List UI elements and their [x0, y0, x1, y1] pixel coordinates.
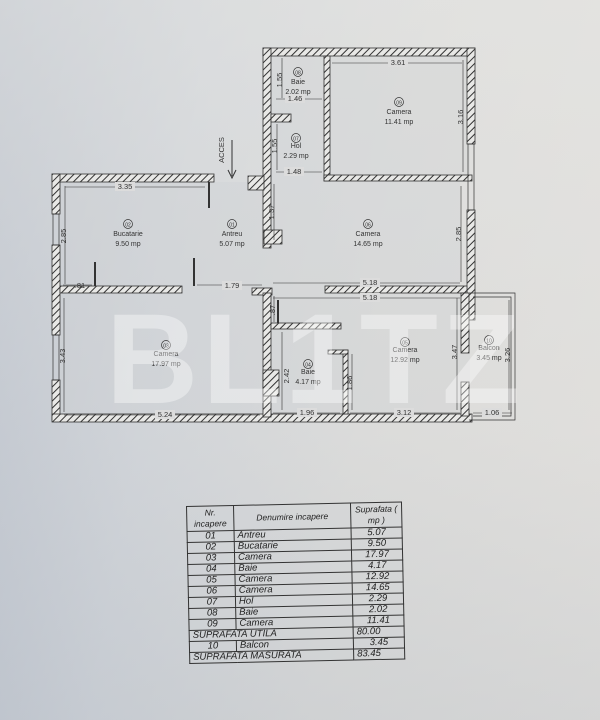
dim-3-47: 3.47 [450, 345, 459, 360]
room-fills [60, 50, 470, 420]
svg-text:14.65 mp: 14.65 mp [353, 241, 382, 248]
header-nr: Nr. incapere [186, 505, 235, 532]
svg-text:17.97 mp: 17.97 mp [151, 361, 180, 368]
floor-plan: ACCES 08 Baie 2.02 mp 09 Camera 11.41 mp… [51, 47, 516, 423]
svg-text:Baie: Baie [301, 369, 315, 376]
room-label-10: 10 Balcon 3.45 mp [476, 335, 502, 362]
room-label-01: 01 Antreu 5.07 mp [219, 219, 245, 248]
dim-2-85: 2.85 [59, 229, 68, 244]
dim-3-26: 3.26 [503, 348, 512, 363]
dim-3-61: 3.61 [391, 58, 406, 67]
svg-text:Camera: Camera [387, 109, 412, 116]
room-label-03: 03 Camera 17.97 mp [151, 340, 181, 368]
access-label: ACCES [217, 137, 226, 163]
dim-3-12: 3.12 [397, 408, 412, 417]
dim-5-24: 5.24 [158, 410, 173, 419]
svg-text:07: 07 [293, 137, 299, 143]
room-label-05: 05 Camera 12.92 mp [390, 337, 420, 364]
svg-text:5.07 mp: 5.07 mp [219, 241, 244, 248]
svg-text:Camera: Camera [356, 231, 381, 238]
svg-text:03: 03 [163, 344, 169, 350]
dim-1-86: 1.86 [345, 376, 354, 391]
access-marker: ACCES [217, 137, 237, 180]
svg-text:06: 06 [365, 223, 371, 229]
room-area-table: Nr. incapere Denumire incapere Suprafata… [186, 501, 406, 664]
dim-0-87: .87 [268, 305, 277, 315]
svg-text:Bucatarie: Bucatarie [113, 231, 143, 238]
room-label-06: 06 Camera 14.65 mp [353, 219, 383, 248]
dimension-labels: 3.61 1.55 1.46 1.55 1.48 3.16 3.35 2.85 … [58, 58, 512, 419]
svg-text:3.45 mp: 3.45 mp [476, 355, 501, 362]
svg-text:4.17 mp: 4.17 mp [295, 379, 320, 386]
room-label-04: 04 Baie 4.17 mp [295, 359, 321, 386]
dim-0-81: .81 [75, 281, 85, 290]
dim-5-18: 5.18 [363, 293, 378, 302]
svg-text:12.92 mp: 12.92 mp [390, 357, 419, 364]
svg-text:05: 05 [402, 341, 408, 347]
svg-text:2.29 mp: 2.29 mp [283, 153, 308, 160]
room-label-08: 08 Baie 2.02 mp [285, 67, 311, 96]
dim-1-37: 1.37 [267, 205, 276, 220]
dim-1-55: 1.55 [270, 139, 279, 154]
svg-text:01: 01 [229, 223, 235, 229]
svg-text:Baie: Baie [291, 79, 305, 86]
room-label-02: 02 Bucatarie 9.50 mp [113, 219, 143, 248]
svg-text:Antreu: Antreu [222, 231, 243, 238]
svg-text:Balcon: Balcon [478, 345, 500, 352]
dim-2-42: 2.42 [282, 369, 291, 384]
svg-text:02: 02 [125, 223, 131, 229]
dim-1-46: 1.46 [288, 94, 303, 103]
svg-text:Camera: Camera [154, 351, 179, 358]
svg-text:11.41 mp: 11.41 mp [385, 119, 414, 126]
dim-3-43: 3.43 [58, 349, 67, 364]
svg-text:9.50 mp: 9.50 mp [115, 241, 140, 248]
svg-text:09: 09 [396, 101, 402, 107]
measured-area-value: 83.45 [353, 648, 405, 661]
dim-2-85: 2.85 [454, 227, 463, 242]
dim-1-79: 1.79 [225, 281, 240, 290]
svg-text:04: 04 [305, 363, 311, 369]
dim-1-48: 1.48 [287, 167, 302, 176]
dim-3-16: 3.16 [456, 110, 465, 125]
svg-text:Hol: Hol [291, 143, 302, 150]
dim-1-96: 1.96 [300, 408, 315, 417]
svg-text:10: 10 [486, 339, 492, 345]
svg-text:2.02 mp: 2.02 mp [285, 89, 310, 96]
room-label-07: 07 Hol 2.29 mp [283, 133, 309, 160]
room-label-09: 09 Camera 11.41 mp [385, 97, 414, 126]
dim-1-06: 1.06 [485, 408, 500, 417]
svg-text:08: 08 [295, 71, 301, 77]
walls [51, 47, 476, 423]
header-name: Denumire incapere [233, 503, 351, 531]
svg-text:Camera: Camera [393, 347, 418, 354]
dim-3-35: 3.35 [118, 182, 133, 191]
dim-5-18: 5.18 [363, 278, 378, 287]
dim-1-55: 1.55 [275, 73, 284, 88]
header-area: Suprafata ( mp ) [350, 501, 402, 529]
